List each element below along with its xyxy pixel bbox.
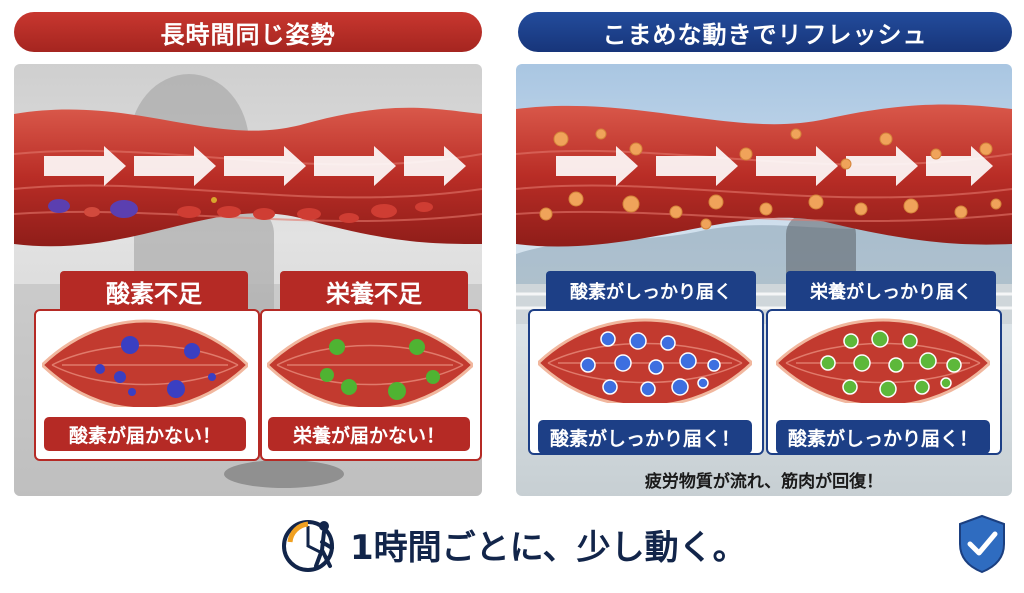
oxygen-shortage-tab: 酸素不足 (60, 271, 248, 311)
right-banner: こまめな動きでリフレッシュ (518, 12, 1012, 52)
oxygen-delivered-callout: 酸素がしっかり届く！ (538, 420, 752, 454)
oxygen-delivered-tab: 酸素がしっかり届く (546, 271, 756, 311)
muscle-nutrient-delivered (776, 318, 990, 403)
left-panel: 酸素不足 酸素が届かない！ 栄養不足 (14, 64, 482, 496)
footer-message: 1時間ごとに、少し動く。 (350, 516, 780, 572)
left-banner-title: 長時間同じ姿勢 (160, 20, 336, 49)
nutrient-shortage-callout: 栄養が届かない！ (268, 417, 470, 451)
oxygen-delivered-title: 酸素がしっかり届く (570, 282, 732, 303)
muscle-oxygen-shortage (42, 319, 248, 407)
oxygen-shortage-callout-text: 酸素が届かない！ (68, 424, 221, 447)
blood-vessel-right (516, 104, 1012, 247)
blood-vessel-left (14, 107, 482, 247)
left-banner: 長時間同じ姿勢 (14, 12, 482, 52)
nutrient-delivered-callout: 酸素がしっかり届く！ (776, 420, 990, 454)
right-panel: 酸素がしっかり届く 酸素がしっかり届く！ 栄養がしっかり届く (516, 64, 1012, 496)
nutrient-delivered-tab: 栄養がしっかり届く (786, 271, 996, 311)
nutrient-shortage-title: 栄養不足 (326, 279, 422, 308)
shield-check-icon (956, 514, 1008, 574)
recovery-caption: 疲労物質が流れ、筋肉が回復！ (516, 464, 1012, 494)
muscle-oxygen-delivered (538, 318, 752, 403)
oxygen-shortage-title: 酸素不足 (106, 279, 202, 308)
oxygen-shortage-callout: 酸素が届かない！ (44, 417, 246, 451)
nutrient-shortage-tab: 栄養不足 (280, 271, 468, 311)
nutrient-delivered-title: 栄養がしっかり届く (810, 282, 972, 303)
oxygen-delivered-callout-text: 酸素がしっかり届く！ (549, 427, 740, 450)
nutrient-shortage-callout-text: 栄養が届かない！ (292, 424, 445, 447)
right-banner-title: こまめな動きでリフレッシュ (602, 20, 928, 49)
clock-person-icon (280, 512, 340, 576)
nutrient-delivered-callout-text: 酸素がしっかり届く！ (787, 427, 978, 450)
footer-message-text: 1時間ごとに、少し動く。 (350, 527, 747, 568)
recovery-caption-text: 疲労物質が流れ、筋肉が回復！ (644, 471, 884, 492)
muscle-nutrient-shortage (267, 319, 473, 407)
